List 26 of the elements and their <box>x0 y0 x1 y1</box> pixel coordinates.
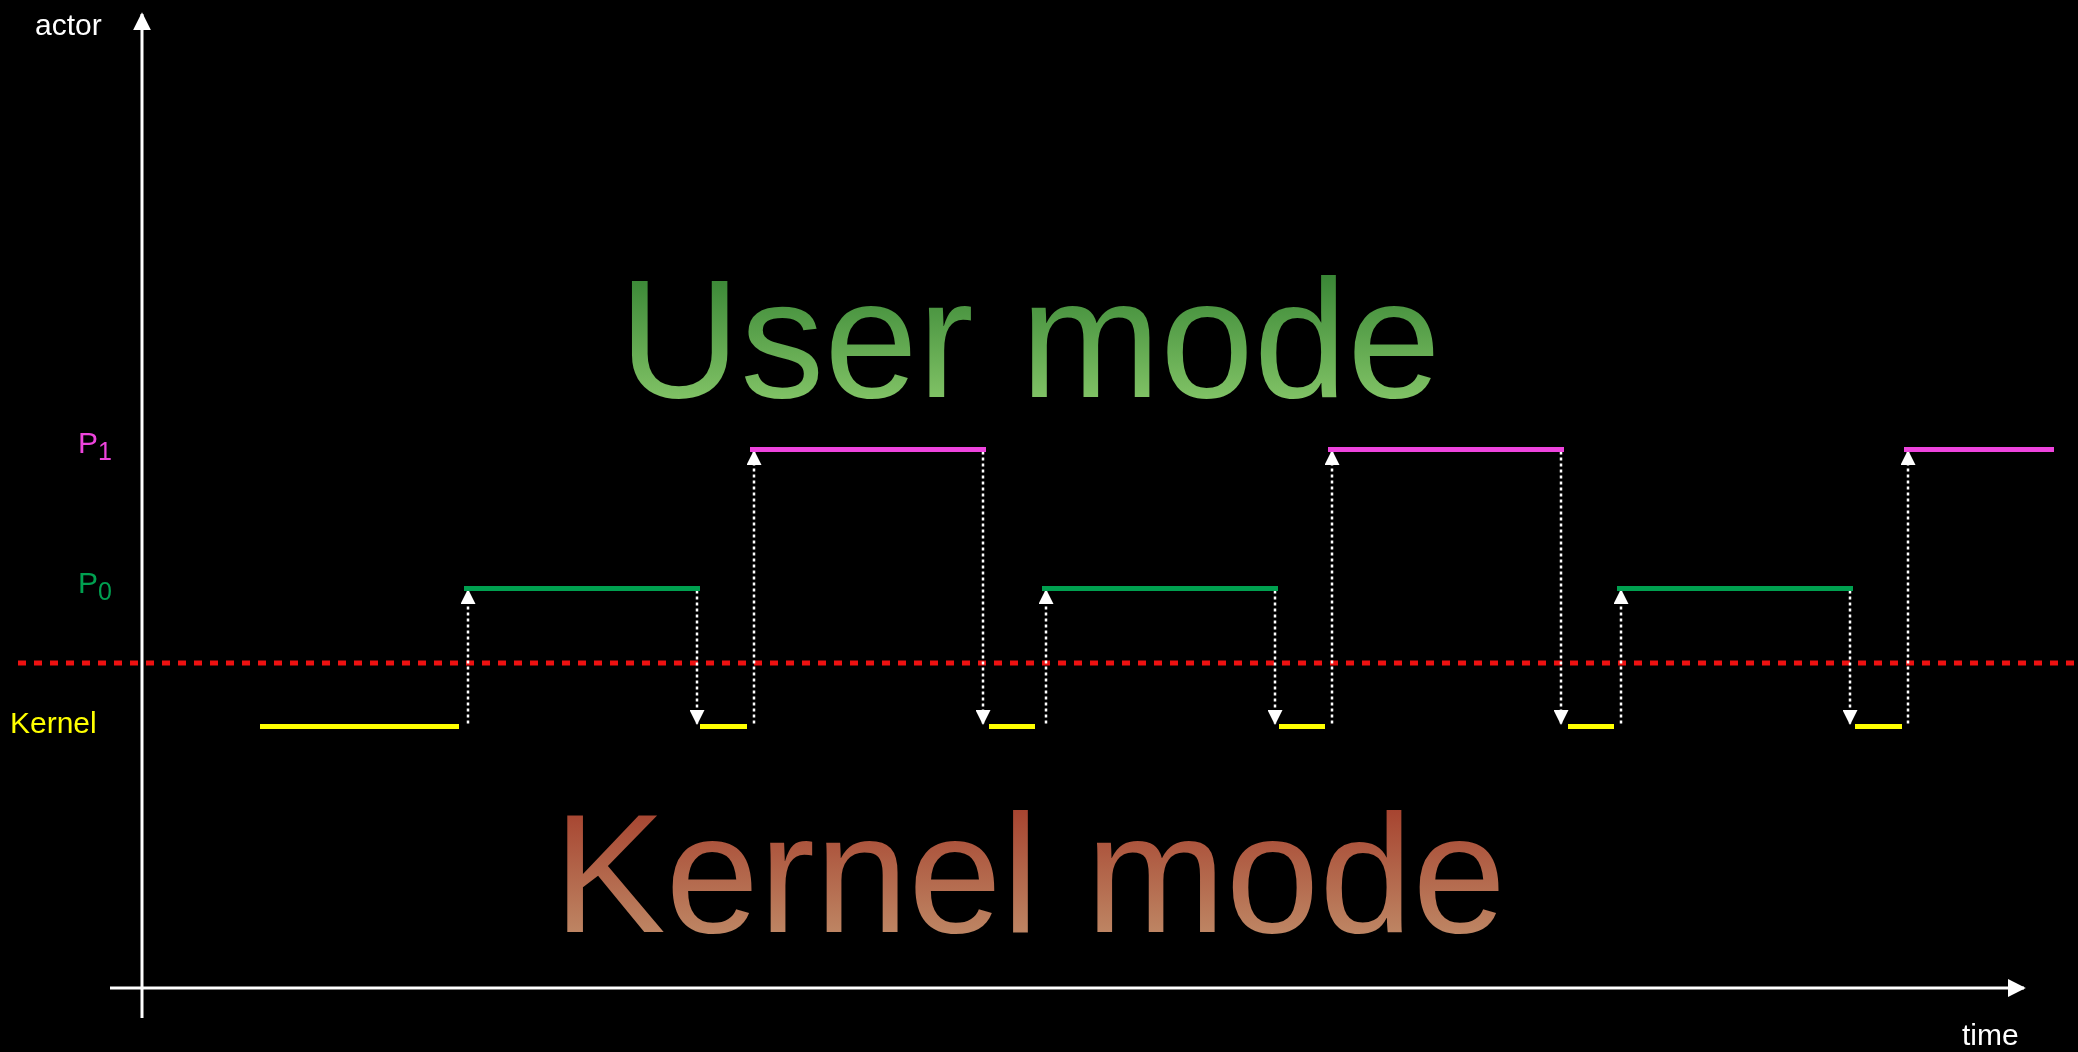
transition-arrow <box>689 590 705 725</box>
timeline-bar <box>1904 446 2054 452</box>
timeline-bar <box>1617 585 1853 591</box>
transition-arrow <box>1842 590 1858 725</box>
lane-label: Kernel <box>10 708 97 738</box>
axis-label: actor <box>35 10 102 40</box>
transition-arrow <box>1267 590 1283 725</box>
transition-arrow <box>1553 451 1569 725</box>
transition-arrow <box>1613 589 1629 724</box>
transition-arrow <box>1038 589 1054 724</box>
lane-label: P$_{0}$ <box>78 568 112 604</box>
timeline-bar <box>464 585 700 591</box>
timeline-bar <box>1279 723 1325 729</box>
transition-arrow <box>460 589 476 724</box>
transition-arrow <box>975 451 991 725</box>
timeline-bar <box>1568 723 1614 729</box>
timeline-bar <box>989 723 1035 729</box>
transition-arrow <box>1900 450 1916 724</box>
timeline-bar <box>260 723 459 729</box>
lane-label: P$_{1}$ <box>78 428 112 464</box>
timeline-bar <box>1042 585 1278 591</box>
timeline-bar <box>1855 723 1902 729</box>
axis-label: time <box>1962 1020 2019 1050</box>
timeline-bar <box>1328 446 1564 452</box>
timeline-bar <box>700 723 747 729</box>
timeline-bar <box>750 446 986 452</box>
